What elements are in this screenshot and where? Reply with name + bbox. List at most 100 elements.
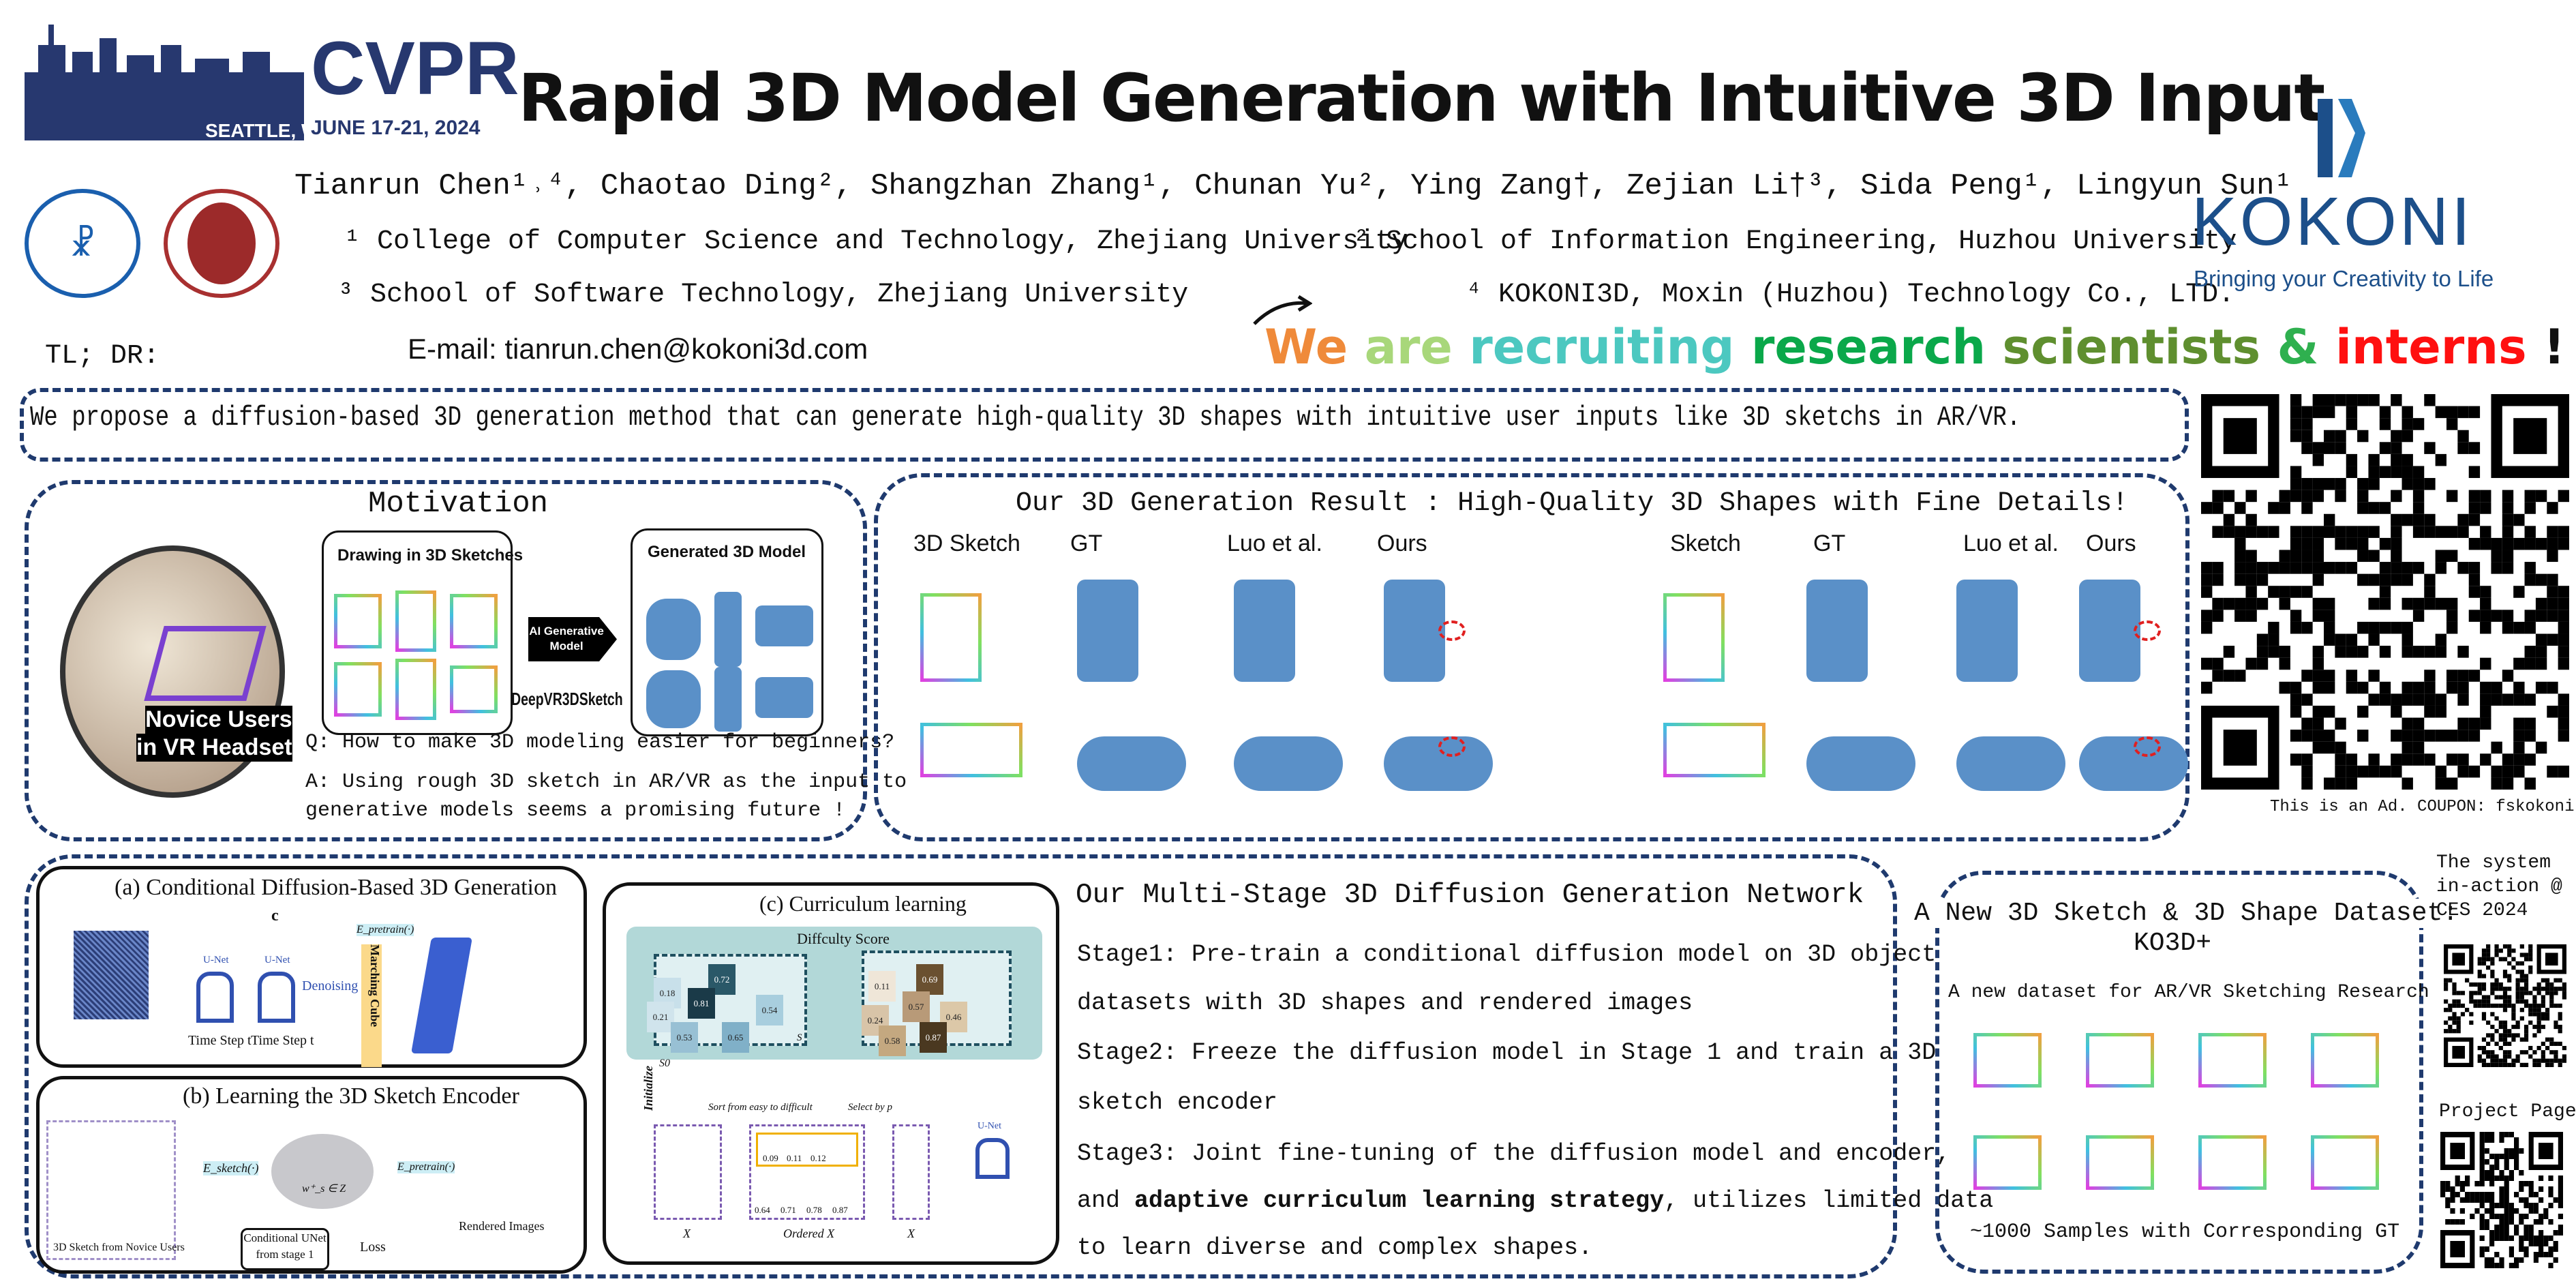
- affiliation-3: ³ School of Software Technology, Zhejian…: [337, 280, 1189, 310]
- zoom-highlight-circle: [1438, 620, 1466, 641]
- ces-video-qr-code[interactable]: [2444, 944, 2566, 1067]
- ordered-x-label: Ordered X: [783, 1227, 835, 1240]
- panel-b-title: (b) Learning the 3D Sketch Encoder: [183, 1083, 519, 1109]
- car-sketch: [920, 723, 1022, 777]
- pretrain-encoder-label: E_pretrain(·): [357, 924, 414, 936]
- select-label: Select by p: [848, 1102, 892, 1113]
- condition-label: c: [271, 907, 279, 925]
- method-line: Stage2: Freeze the diffusion model in St…: [1077, 1039, 1937, 1066]
- set-ordered-x: [749, 1124, 865, 1220]
- unet-label-c: U-Net: [978, 1121, 1001, 1131]
- ordered-score: 0.12: [810, 1153, 826, 1163]
- chair-result: [1384, 580, 1445, 682]
- author-list: Tianrun Chen¹˒⁴, Chaotao Ding², Shangzha…: [294, 169, 2292, 203]
- dataset-name: KO3D+: [2134, 929, 2212, 958]
- motivation-panel: [25, 480, 867, 841]
- conference-name: CVPR: [311, 27, 519, 110]
- chair-result: [1234, 580, 1295, 682]
- marching-cube-label: Marching Cube: [361, 944, 382, 1067]
- motivation-answer-line1: A: Using rough 3D sketch in AR/VR as the…: [305, 770, 907, 794]
- chair-result: [1806, 580, 1868, 682]
- difficulty-cube: 0.11: [868, 971, 896, 1002]
- dataset-sketch-thumb: [2311, 1135, 2379, 1190]
- ad-caption: This is an Ad. COUPON: fskokoni: [2270, 798, 2575, 816]
- dataset-sketch-thumb: [1973, 1033, 2042, 1088]
- generated-model-box: Generated 3D Model: [631, 528, 823, 736]
- results-column-header: Sketch: [1670, 530, 1741, 556]
- unet-icon: [196, 972, 234, 1023]
- car-result: [1077, 736, 1186, 791]
- kokoni-qr-code[interactable]: [2201, 394, 2569, 790]
- kokoni-k-logo-icon: [2318, 99, 2365, 181]
- sketch-examples: [46, 1120, 176, 1260]
- unet-box-line: Conditional UNet: [243, 1231, 327, 1244]
- method-line: sketch encoder: [1077, 1089, 1278, 1116]
- latent-label: w⁺_s ∈ Z: [302, 1183, 346, 1195]
- car-sketch-overlay: [144, 626, 267, 701]
- method-line: Stage1: Pre-train a conditional diffusio…: [1077, 941, 1937, 968]
- chair-result: [2079, 580, 2140, 682]
- ordered-score: 0.78: [806, 1205, 822, 1215]
- method-line-bold: and adaptive curriculum learning strateg…: [1077, 1187, 1994, 1214]
- x-label: X: [907, 1227, 915, 1240]
- tldr-label: TL; DR:: [45, 341, 160, 372]
- zhejiang-university-logo: ☧: [25, 189, 140, 298]
- results-column-header: Ours: [2086, 530, 2136, 556]
- panel-c: (c) Curriculum learning Diffculty Score …: [603, 882, 1059, 1265]
- results-column-header: GT: [1813, 530, 1846, 556]
- chair-model: [714, 592, 742, 667]
- generated-box-title: Generated 3D Model: [648, 543, 806, 561]
- eagle-icon: ☧: [70, 222, 95, 269]
- ces-line: in-action @: [2436, 876, 2562, 897]
- difficulty-cube: 0.65: [722, 1022, 749, 1053]
- sketch-caption: 3D Sketch from Novice Users: [53, 1242, 185, 1253]
- email[interactable]: E-mail: tianrun.chen@kokoni3d.com: [408, 333, 868, 365]
- sketch-thumb: [334, 662, 382, 717]
- chair-sketch: [1663, 593, 1725, 682]
- ces-line: CES 2024: [2436, 900, 2528, 921]
- panel-a-title: (a) Conditional Diffusion-Based 3D Gener…: [115, 875, 558, 900]
- noise-cube: [74, 931, 149, 1019]
- sketch-thumb: [450, 665, 498, 713]
- novice-users-label: Novice Users in VR Headset: [136, 706, 292, 762]
- conference-location: SEATTLE, WA: [205, 120, 333, 141]
- timestep-label: Time Step t: [251, 1033, 314, 1048]
- sketch-thumb: [395, 659, 436, 720]
- results-column-header: 3D Sketch: [913, 530, 1020, 556]
- unet-label: U-Net: [203, 955, 229, 965]
- recruit-word: scientists: [2002, 319, 2261, 375]
- sketch-thumb: [395, 590, 436, 652]
- dataset-sketch-thumb: [2198, 1033, 2267, 1088]
- motivation-answer-line2: generative models seems a promising futu…: [305, 799, 846, 822]
- novice-users-line: Novice Users: [145, 706, 292, 734]
- chair-sketch: [920, 593, 982, 682]
- dataset-title: A New 3D Sketch & 3D Shape Dataset:: [1914, 899, 2459, 928]
- sketch-encoder-label: E_sketch(·): [203, 1161, 259, 1175]
- difficulty-cube: 0.46: [940, 1002, 967, 1032]
- sketch-thumb: [450, 594, 498, 648]
- dataset-sketch-thumb: [2311, 1033, 2379, 1088]
- results-column-header: GT: [1070, 530, 1103, 556]
- difficulty-cube: 0.81: [688, 988, 715, 1019]
- set-x: [654, 1124, 722, 1220]
- car-model: [646, 599, 701, 660]
- difficulty-cube: 0.87: [920, 1022, 947, 1053]
- recruit-word: recruiting: [1469, 319, 1735, 375]
- recruit-word: We: [1264, 319, 1348, 375]
- s0-label: S0: [659, 1058, 670, 1069]
- ai-model-arrow: AI Generative Model: [528, 617, 617, 661]
- dataset-sketch-thumb: [2086, 1135, 2154, 1190]
- sort-label: Sort from easy to difficult: [708, 1102, 813, 1113]
- sketch-thumb: [334, 594, 382, 648]
- dataset-caption: ~1000 Samples with Corresponding GT: [1970, 1220, 2400, 1244]
- affiliation-4: ⁴ KOKONI3D, Moxin (Huzhou) Technology Co…: [1466, 280, 2235, 310]
- project-page-qr-code[interactable]: [2440, 1132, 2563, 1268]
- difficulty-cube: 0.53: [671, 1022, 698, 1053]
- difficulty-score-label: Diffculty Score: [797, 930, 890, 947]
- pretrain-encoder-label-b: E_pretrain(·): [397, 1161, 455, 1173]
- set-x-selected: [892, 1124, 930, 1220]
- curved-arrow-icon: [1251, 293, 1313, 327]
- conference-dates: JUNE 17-21, 2024: [311, 117, 481, 139]
- panel-c-title: (c) Curriculum learning: [759, 891, 967, 916]
- selected-subset: [756, 1133, 858, 1167]
